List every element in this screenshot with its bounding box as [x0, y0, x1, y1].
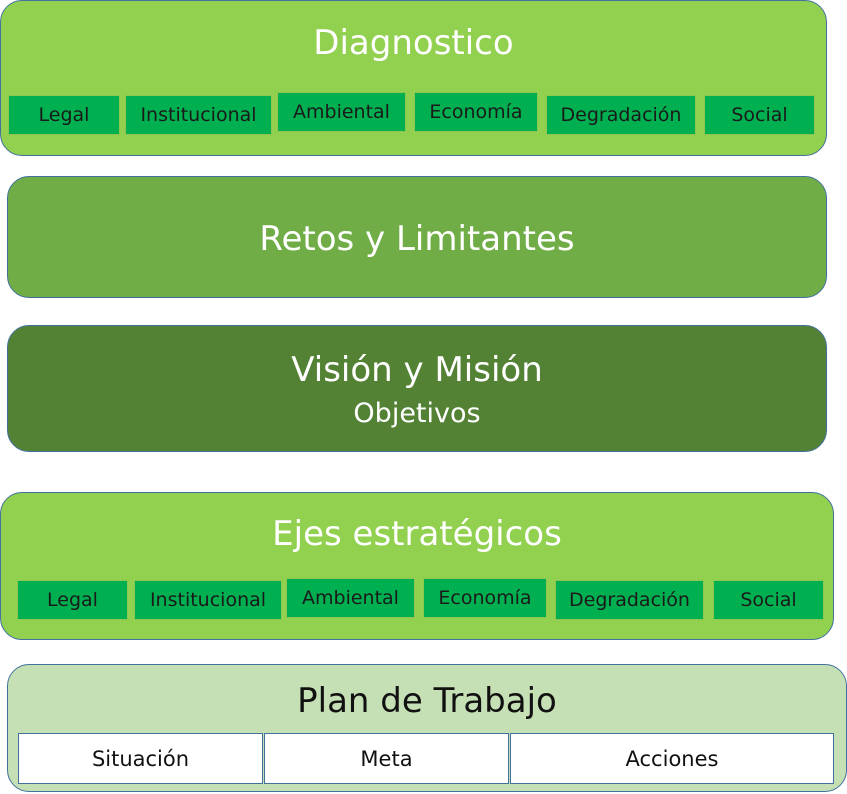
diagnostico-category-degradacion: Degradación	[546, 95, 696, 135]
diagnostico-category-ambiental: Ambiental	[277, 92, 406, 132]
ejes-category-legal: Legal	[17, 580, 128, 620]
ejes-category-institucional: Institucional	[134, 580, 282, 620]
diagnostico-title: Diagnostico	[313, 23, 514, 63]
retos-block: Retos y Limitantes	[7, 176, 827, 298]
retos-title: Retos y Limitantes	[259, 219, 575, 259]
plan-title: Plan de Trabajo	[297, 681, 557, 721]
ejes-category-ambiental: Ambiental	[286, 578, 415, 618]
ejes-title: Ejes estratégicos	[272, 514, 562, 554]
diagnostico-category-institucional: Institucional	[125, 95, 272, 135]
ejes-category-economia: Economía	[423, 578, 547, 618]
diagnostico-category-economia: Economía	[414, 92, 538, 132]
plan-column-situacion: Situación	[18, 733, 263, 784]
plan-column-acciones: Acciones	[510, 733, 834, 784]
vision-subtitle: Objetivos	[353, 398, 481, 429]
diagnostico-category-legal: Legal	[8, 95, 120, 135]
ejes-category-degradacion: Degradación	[555, 580, 704, 620]
vision-title: Visión y Misión	[291, 350, 543, 390]
plan-column-meta: Meta	[264, 733, 509, 784]
vision-block: Visión y Misión Objetivos	[7, 325, 827, 452]
diagnostico-category-social: Social	[704, 95, 815, 135]
ejes-category-social: Social	[713, 580, 824, 620]
